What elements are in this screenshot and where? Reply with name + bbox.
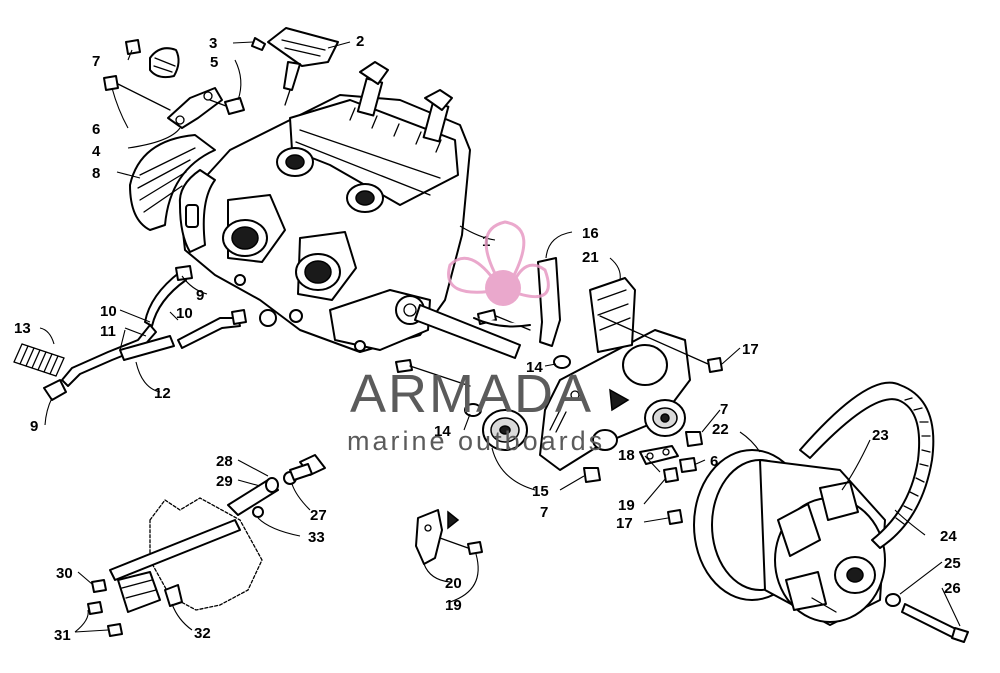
callout-17-upper: 17 <box>742 341 759 358</box>
callout-26: 26 <box>944 580 961 597</box>
callout-25: 25 <box>944 555 961 572</box>
callout-17-lower: 17 <box>616 515 633 532</box>
callout-14-upper: 14 <box>526 359 543 376</box>
callout-33: 33 <box>308 529 325 546</box>
clutch-bolt[interactable] <box>885 593 969 643</box>
mount-brackets[interactable] <box>395 257 723 387</box>
drive-clutch[interactable] <box>693 449 886 626</box>
callout-9-lower: 9 <box>30 418 38 435</box>
drive-gear[interactable] <box>464 355 703 483</box>
callout-10-left: 10 <box>100 303 117 320</box>
callout-29: 29 <box>216 473 233 490</box>
starter-handle[interactable] <box>251 27 339 106</box>
cable-bracket[interactable] <box>415 509 483 565</box>
callout-31: 31 <box>54 627 71 644</box>
callout-6-top: 6 <box>92 121 100 138</box>
callout-11: 11 <box>100 323 116 340</box>
callout-2: 2 <box>356 33 364 50</box>
watermark-brand: ARMADA <box>350 364 593 424</box>
starter-bracket[interactable] <box>103 39 245 129</box>
callout-labels: 1 2 3 4 5 6 6 7 7 7 8 9 9 10 10 11 12 13… <box>14 33 961 644</box>
callout-18: 18 <box>618 447 635 464</box>
drive-belt[interactable] <box>799 381 935 549</box>
callout-5: 5 <box>210 54 218 71</box>
armada-watermark: ARMADA marine outboards <box>347 220 605 456</box>
callout-7-mount: 7 <box>720 401 728 418</box>
watermark-tagline: marine outboards <box>347 426 605 456</box>
engine-assembly[interactable] <box>179 61 521 359</box>
callout-21: 21 <box>582 249 599 266</box>
callout-7-top: 7 <box>92 53 100 70</box>
callout-7-lower: 7 <box>540 504 548 521</box>
callout-10-right: 10 <box>176 305 193 322</box>
callout-19-lower: 19 <box>445 597 462 614</box>
leader-lines <box>39 41 961 633</box>
shaft-assembly[interactable] <box>227 454 326 518</box>
callout-3: 3 <box>209 35 217 52</box>
callout-30: 30 <box>56 565 73 582</box>
callout-14-lower: 14 <box>434 423 451 440</box>
callout-6-clutch: 6 <box>710 453 718 470</box>
callout-16: 16 <box>582 225 599 242</box>
callout-20: 20 <box>445 575 462 592</box>
clutch-bracket[interactable] <box>639 445 697 525</box>
callout-15: 15 <box>532 483 549 500</box>
callout-24: 24 <box>940 528 957 545</box>
callout-23: 23 <box>872 427 889 444</box>
callout-28: 28 <box>216 453 233 470</box>
lower-bracket[interactable] <box>87 497 263 637</box>
callout-27: 27 <box>310 507 327 524</box>
spring[interactable] <box>13 343 65 377</box>
armada-logo <box>447 220 550 306</box>
fuel-lines[interactable] <box>43 265 247 401</box>
callout-32: 32 <box>194 625 211 642</box>
engine-mount-plate[interactable] <box>539 329 691 471</box>
callout-12: 12 <box>154 385 171 402</box>
callout-4: 4 <box>92 143 101 160</box>
callout-22: 22 <box>712 421 729 438</box>
callout-13: 13 <box>14 320 31 337</box>
callout-9-upper: 9 <box>196 287 204 304</box>
callout-19-clutch: 19 <box>618 497 635 514</box>
recoil-starter[interactable] <box>129 134 216 253</box>
callout-8: 8 <box>92 165 100 182</box>
